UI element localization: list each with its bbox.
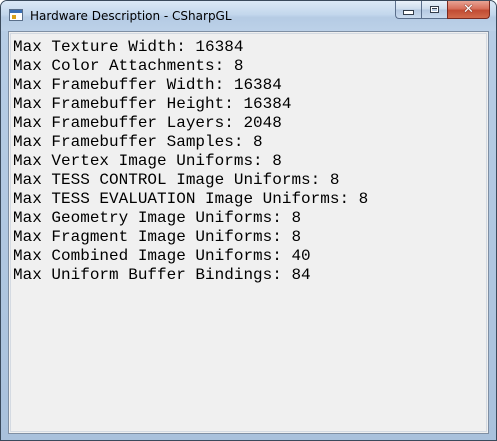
info-line: Max Framebuffer Height: 16384 <box>13 95 292 113</box>
maximize-icon <box>430 6 439 13</box>
info-line: Max TESS CONTROL Image Uniforms: 8 <box>13 171 340 189</box>
info-line: Max Geometry Image Uniforms: 8 <box>13 209 302 227</box>
minimize-icon <box>403 10 414 15</box>
close-button[interactable]: ✕ <box>447 1 490 19</box>
info-line: Max Framebuffer Layers: 2048 <box>13 114 282 132</box>
info-line: Max Combined Image Uniforms: 40 <box>13 247 311 265</box>
info-line: Max Texture Width: 16384 <box>13 38 244 56</box>
app-icon-dot <box>12 15 16 19</box>
maximize-button[interactable] <box>421 1 447 19</box>
info-line: Max Framebuffer Width: 16384 <box>13 76 282 94</box>
info-line: Max Color Attachments: 8 <box>13 57 244 75</box>
app-window-icon[interactable] <box>9 9 23 21</box>
info-line: Max Framebuffer Samples: 8 <box>13 133 263 151</box>
info-line: Max Fragment Image Uniforms: 8 <box>13 228 302 246</box>
app-icon-bar <box>10 10 22 13</box>
info-line: Max Uniform Buffer Bindings: 84 <box>13 266 311 284</box>
title-bar[interactable]: Hardware Description - CSharpGL ✕ <box>1 1 496 31</box>
caption-buttons: ✕ <box>395 1 490 20</box>
window-title: Hardware Description - CSharpGL <box>30 9 232 23</box>
minimize-button[interactable] <box>395 1 421 19</box>
info-line: Max TESS EVALUATION Image Uniforms: 8 <box>13 190 369 208</box>
close-icon: ✕ <box>463 2 474 17</box>
info-line: Max Vertex Image Uniforms: 8 <box>13 152 282 170</box>
